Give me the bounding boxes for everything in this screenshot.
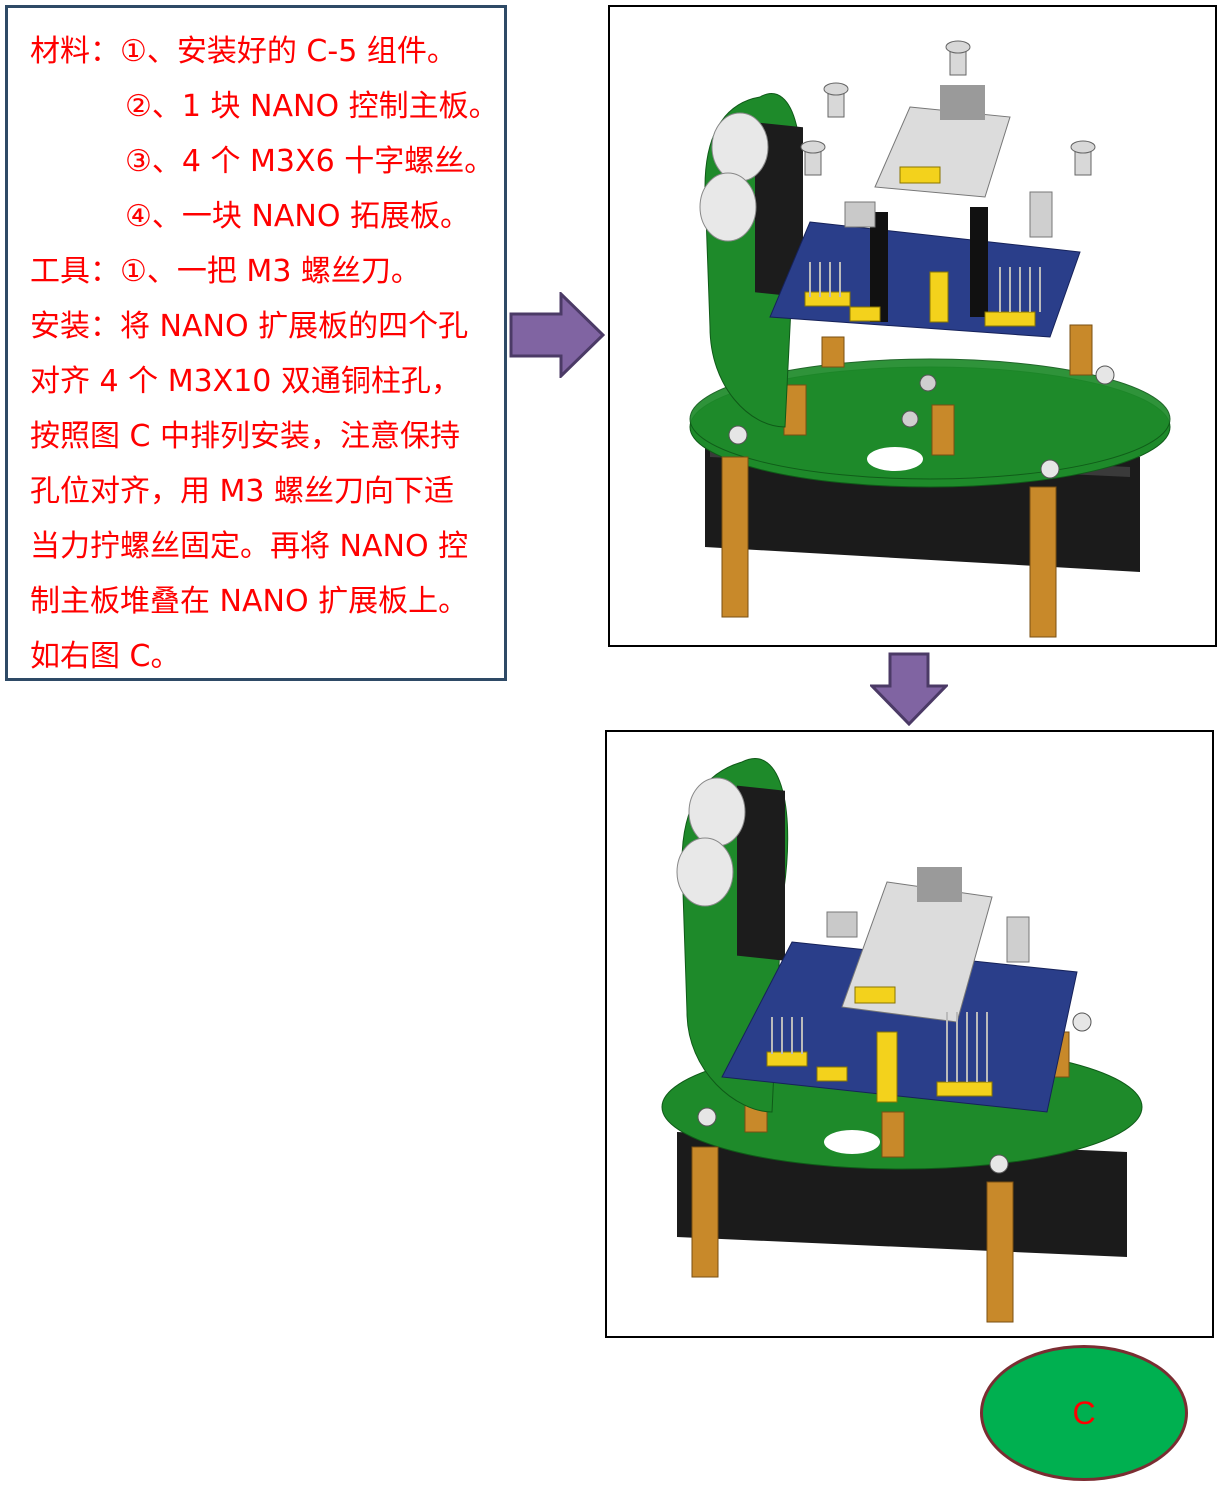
instruction-box: 材料：①、安装好的 C-5 组件。 ②、1 块 NANO 控制主板。 ③、4 个… [5, 5, 507, 681]
instruction-line-install-2: 对齐 4 个 M3X10 双通铜柱孔， [30, 364, 461, 399]
figure-label-c: C [980, 1345, 1188, 1481]
instruction-line-install-5: 当力拧螺丝固定。再将 NANO 控 [30, 529, 469, 564]
exploded-assembly-figure [608, 5, 1217, 647]
down-block-arrow-icon [870, 652, 948, 726]
instruction-line-materials-2: ②、1 块 NANO 控制主板。 [125, 89, 499, 124]
right-block-arrow-icon [509, 292, 605, 378]
assembled-figure-c [605, 730, 1214, 1338]
figure-label-text: C [1072, 1394, 1096, 1431]
instruction-line-materials-1: 材料：①、安装好的 C-5 组件。 [30, 34, 457, 69]
instruction-line-materials-3: ③、4 个 M3X6 十字螺丝。 [125, 144, 495, 179]
instruction-line-install-1: 安装：将 NANO 扩展板的四个孔 [30, 309, 469, 344]
instruction-line-install-6: 制主板堆叠在 NANO 扩展板上。 [30, 584, 469, 619]
exploded-assembly-illustration [689, 40, 1171, 638]
assembled-illustration [661, 758, 1143, 1323]
instruction-line-materials-4: ④、一块 NANO 拓展板。 [125, 199, 470, 234]
instruction-line-tools: 工具：①、一把 M3 螺丝刀。 [30, 254, 421, 289]
instruction-line-install-4: 孔位对齐，用 M3 螺丝刀向下适 [30, 474, 455, 509]
instruction-line-install-7: 如右图 C。 [30, 639, 181, 674]
instruction-line-install-3: 按照图 C 中排列安装，注意保持 [30, 419, 461, 454]
